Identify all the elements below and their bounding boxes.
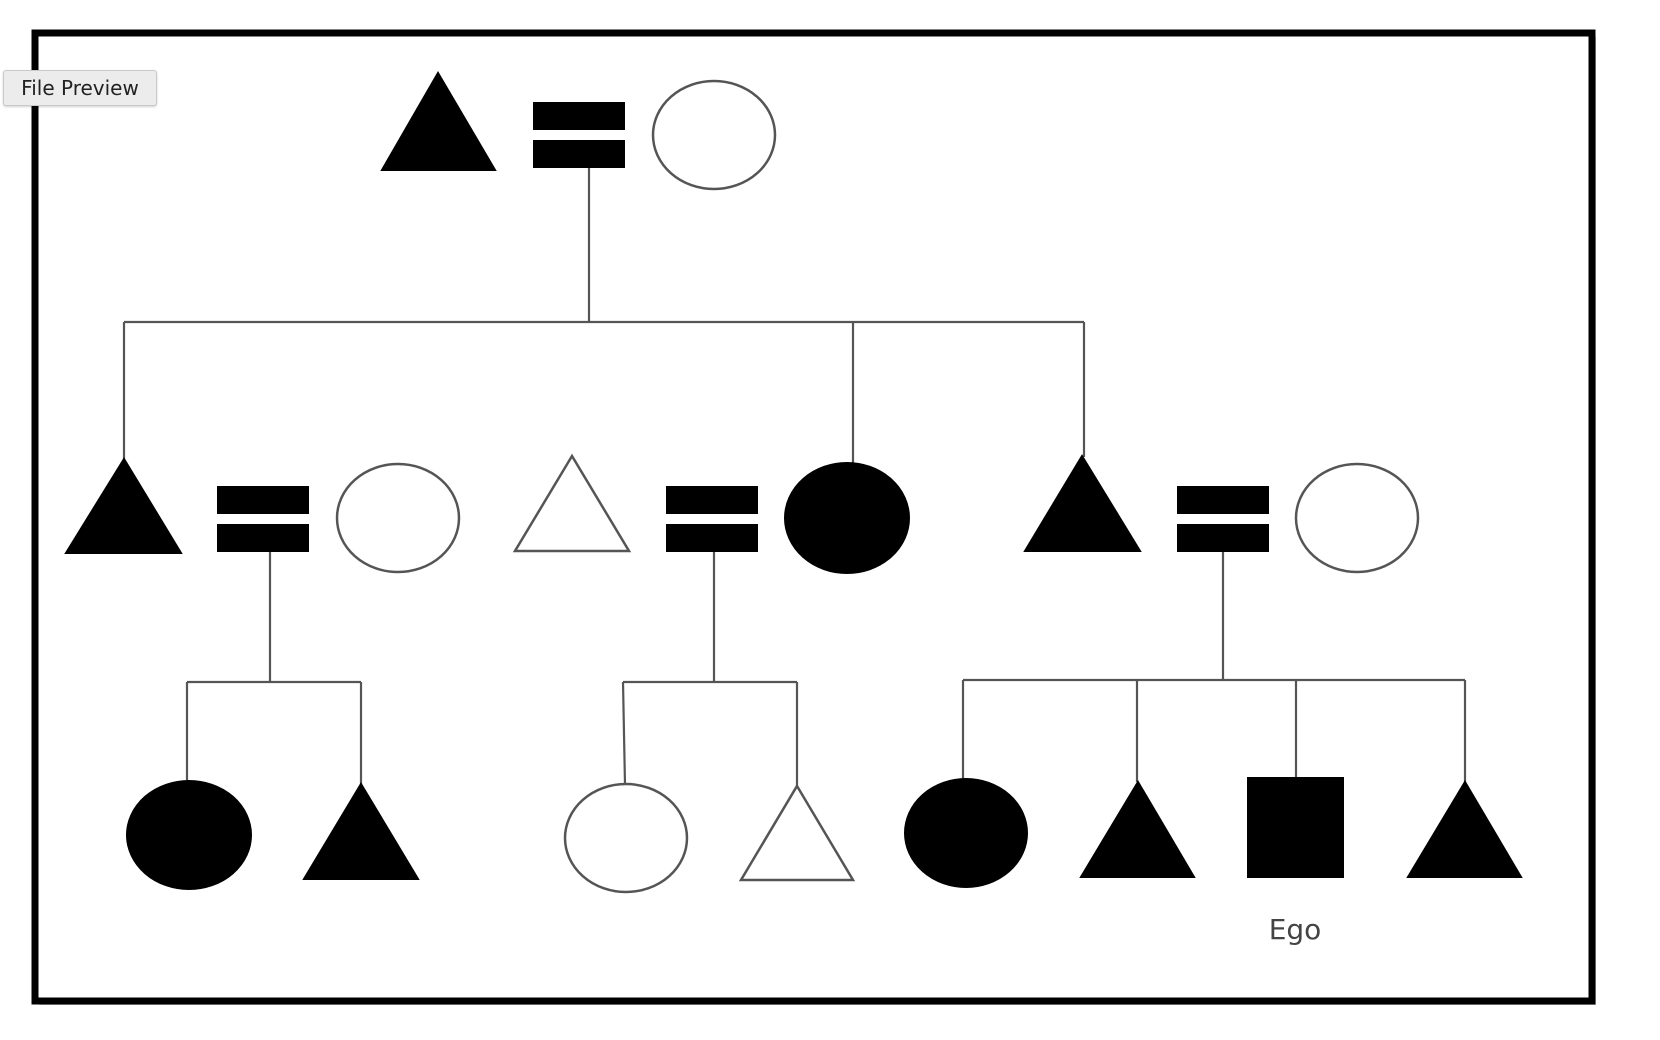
female-hollow-circle — [335, 462, 461, 574]
marriage-symbol — [1177, 486, 1269, 552]
male-hollow-triangle — [738, 783, 856, 882]
sibling-drop-b1 — [621, 681, 627, 786]
male-filled-triangle — [1406, 780, 1523, 878]
generation-2 — [64, 453, 1420, 574]
female-hollow-circle — [1294, 462, 1420, 574]
female-filled-circle — [904, 778, 1028, 888]
female-hollow-circle — [651, 79, 777, 191]
male-filled-triangle — [302, 782, 420, 880]
generation-3: Ego — [126, 777, 1523, 946]
male-filled-triangle — [380, 71, 497, 171]
female-filled-circle — [784, 462, 910, 574]
male-filled-triangle — [64, 457, 183, 554]
marriage-symbol — [217, 486, 309, 552]
ego-label: Ego — [1269, 913, 1322, 946]
female-filled-circle — [126, 780, 252, 890]
file-preview-tooltip: File Preview — [3, 70, 157, 106]
marriage-symbol — [533, 102, 625, 168]
male-filled-triangle — [1023, 454, 1142, 552]
kinship-lines — [122, 168, 1467, 786]
male-hollow-triangle — [512, 453, 632, 553]
male-filled-triangle — [1079, 780, 1196, 878]
generation-1 — [380, 71, 777, 191]
female-hollow-circle — [563, 782, 689, 894]
ego-filled-square — [1247, 777, 1344, 878]
marriage-symbol — [666, 486, 758, 552]
